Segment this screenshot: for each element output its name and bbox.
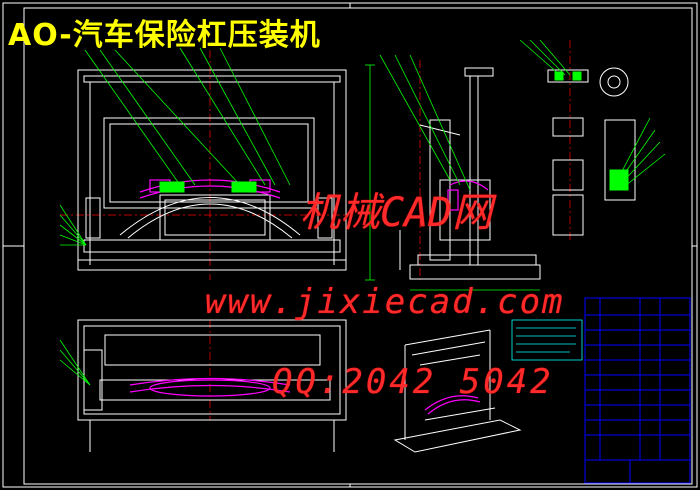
top-view-parts [129, 377, 291, 397]
watermark-qq: QQ:2042 5042 [272, 362, 554, 402]
front-view [77, 69, 347, 271]
side-view-dimensions [365, 64, 540, 291]
isometric-view-parts [424, 395, 481, 415]
watermark-site-name: 机械CAD网 [300, 190, 493, 236]
isometric-view [393, 329, 522, 453]
side-view [399, 67, 541, 280]
drawing-title: AO-汽车保险杠压装机 [8, 18, 321, 53]
top-view [77, 319, 347, 452]
detail-view-fixtures [554, 71, 629, 191]
detail-views [547, 67, 636, 236]
center-lines [60, 40, 571, 420]
front-view-fixtures [159, 181, 257, 193]
parts-list-table [584, 297, 691, 484]
leader-lines [59, 39, 666, 386]
watermark-url[interactable]: www.jixiecad.com [205, 282, 565, 322]
technical-notes [511, 319, 583, 361]
side-view-parts [447, 180, 489, 211]
